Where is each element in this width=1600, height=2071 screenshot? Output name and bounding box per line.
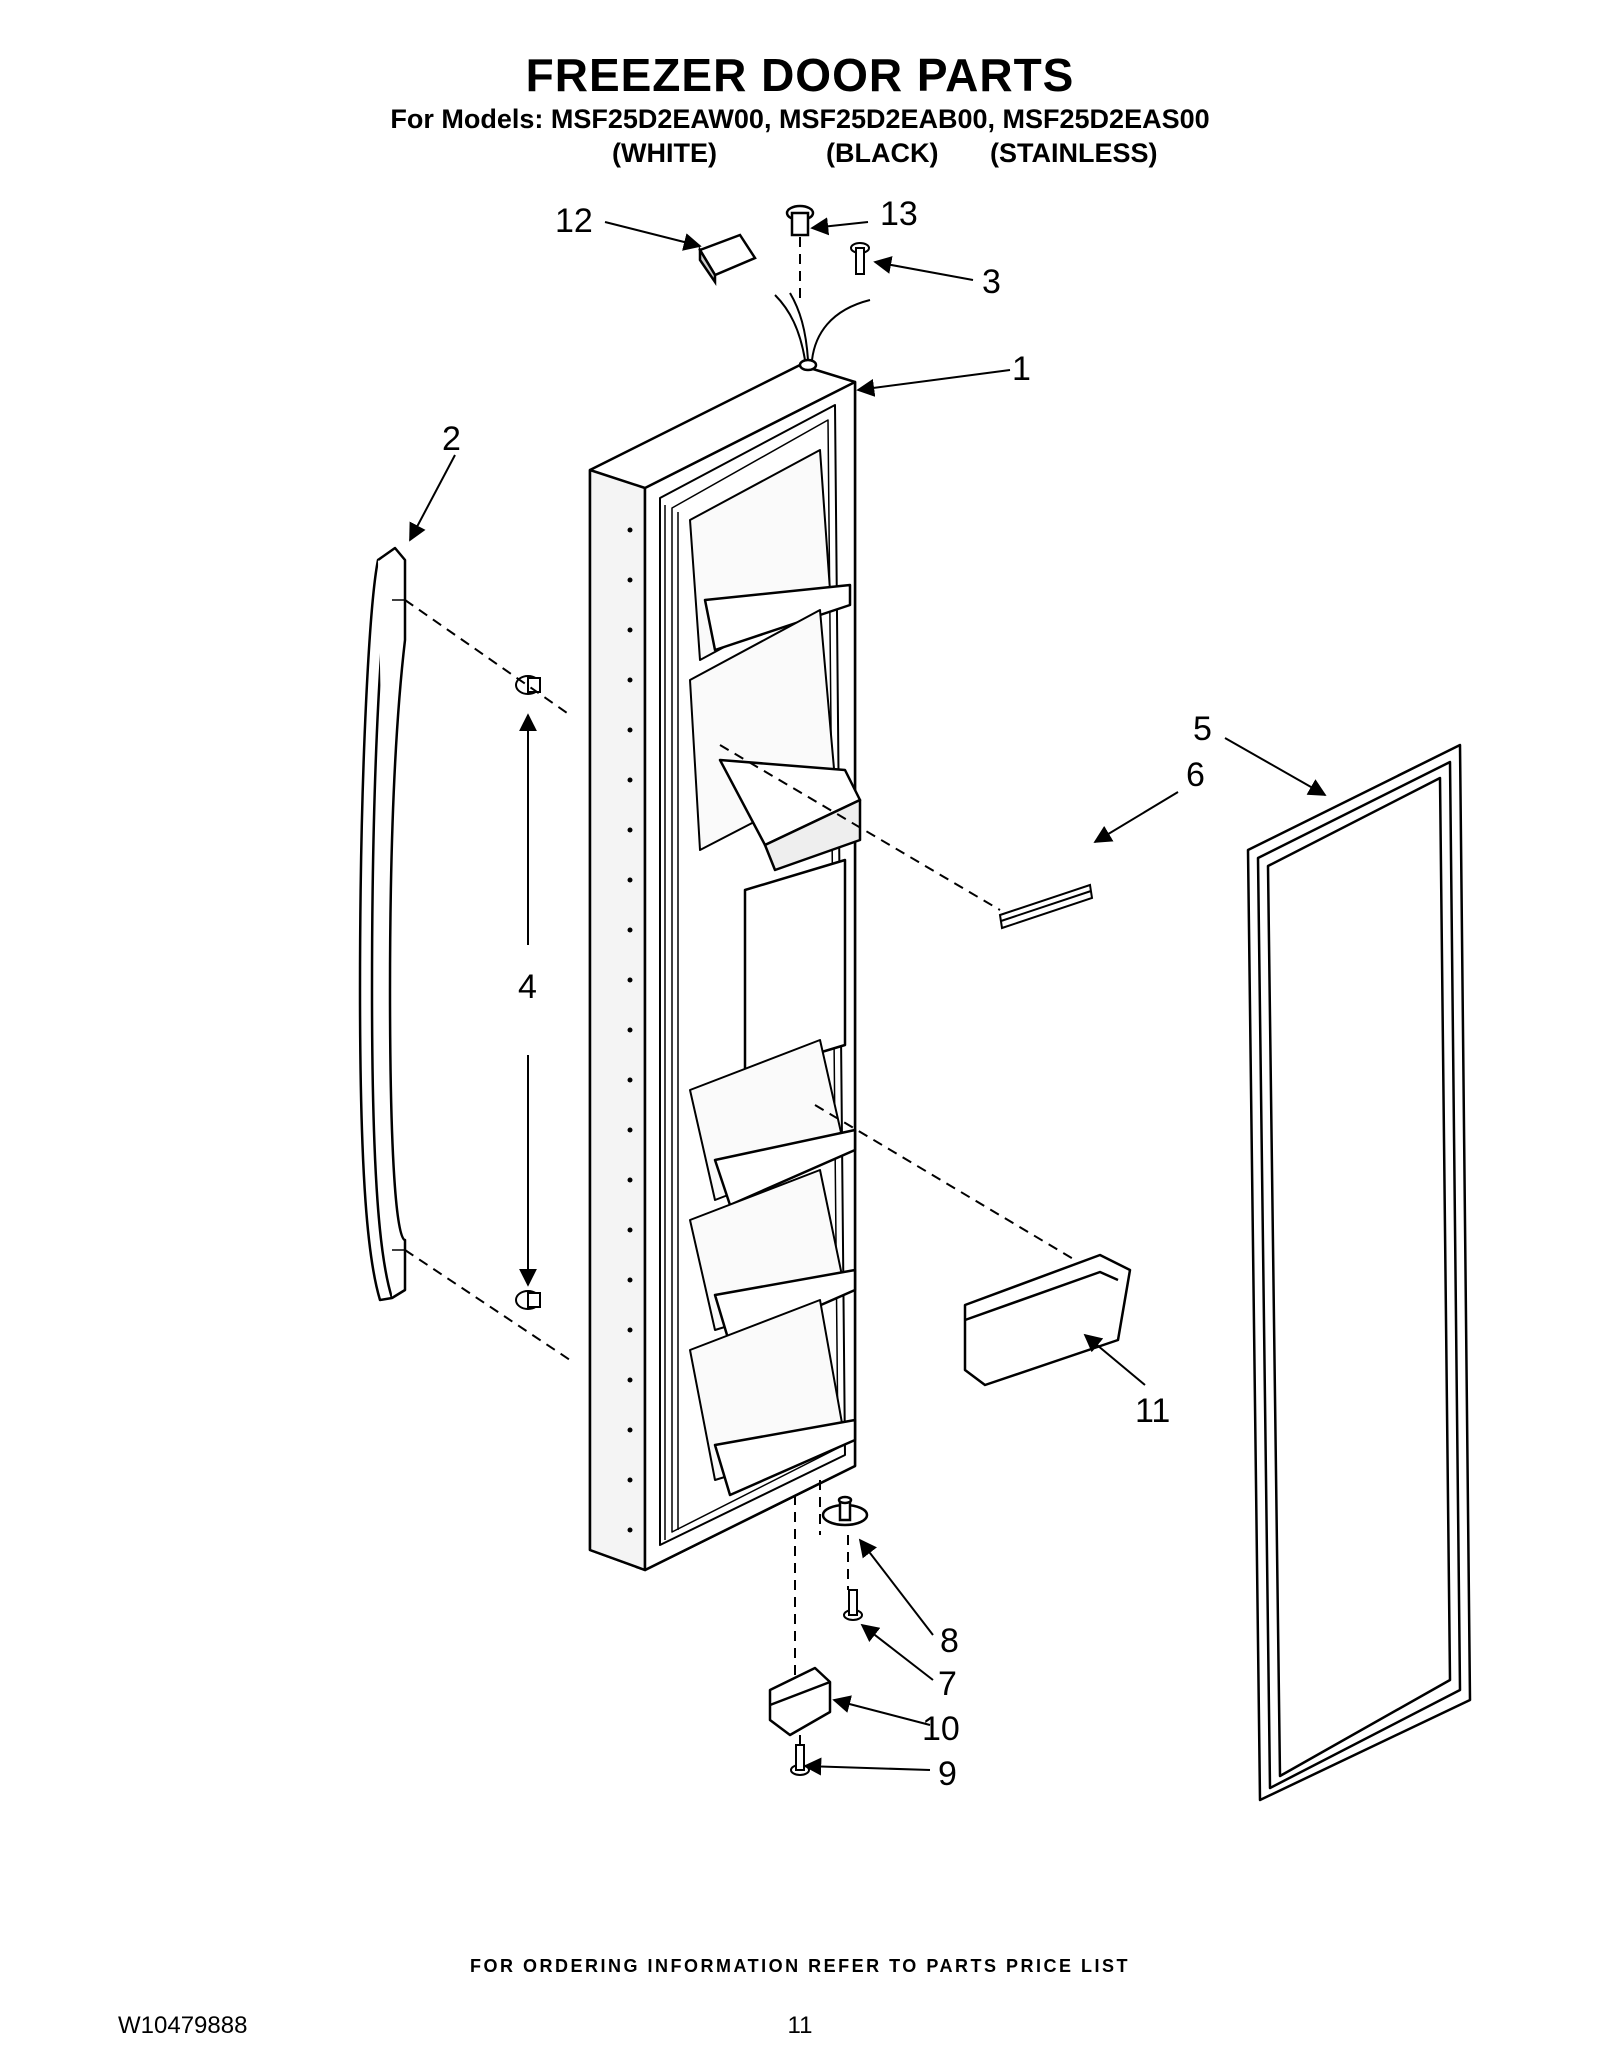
door-bin — [963, 1253, 1132, 1387]
callout-1: 1 — [1012, 350, 1031, 388]
callout-11: 11 — [1135, 1392, 1170, 1430]
callout-3: 3 — [982, 263, 1001, 301]
variant-black: (BLACK) — [826, 138, 939, 168]
document-number: W10479888 — [118, 2012, 248, 2039]
door-gasket — [1246, 743, 1472, 1802]
callout-7: 7 — [938, 1665, 957, 1703]
callout-8: 8 — [940, 1622, 959, 1660]
harness-connector — [698, 233, 757, 287]
trim-strip — [998, 883, 1094, 930]
callout-2: 2 — [442, 420, 461, 458]
variant-white: (WHITE) — [612, 138, 717, 168]
callout-9: 9 — [938, 1755, 957, 1793]
callout-13: 13 — [880, 195, 918, 233]
door-plug — [785, 204, 815, 237]
door-handle — [358, 546, 407, 1302]
bracket-screw — [790, 1744, 810, 1776]
callout-5: 5 — [1193, 710, 1212, 748]
assembly-lines — [404, 237, 1076, 1745]
ordering-note: FOR ORDERING INFORMATION REFER TO PARTS … — [469, 1956, 1130, 1976]
page-title: FREEZER DOOR PARTS — [525, 49, 1075, 101]
leader-arrows — [409, 217, 1327, 1776]
screw-top — [850, 242, 870, 275]
freezer-door-assembly — [588, 292, 871, 1572]
hinge-screw — [843, 1589, 863, 1621]
page-number: 11 — [787, 2012, 813, 2039]
callout-4: 4 — [518, 968, 537, 1006]
callout-6: 6 — [1186, 756, 1205, 794]
variant-stainless: (STAINLESS) — [990, 138, 1158, 168]
callout-12: 12 — [555, 202, 593, 240]
callout-10: 10 — [922, 1710, 960, 1748]
handle-stud-lower — [515, 1290, 541, 1310]
bottom-hinge-bracket — [768, 1666, 832, 1737]
hinge-pin — [821, 1495, 869, 1527]
models-line: For Models: MSF25D2EAW00, MSF25D2EAB00, … — [390, 104, 1210, 134]
